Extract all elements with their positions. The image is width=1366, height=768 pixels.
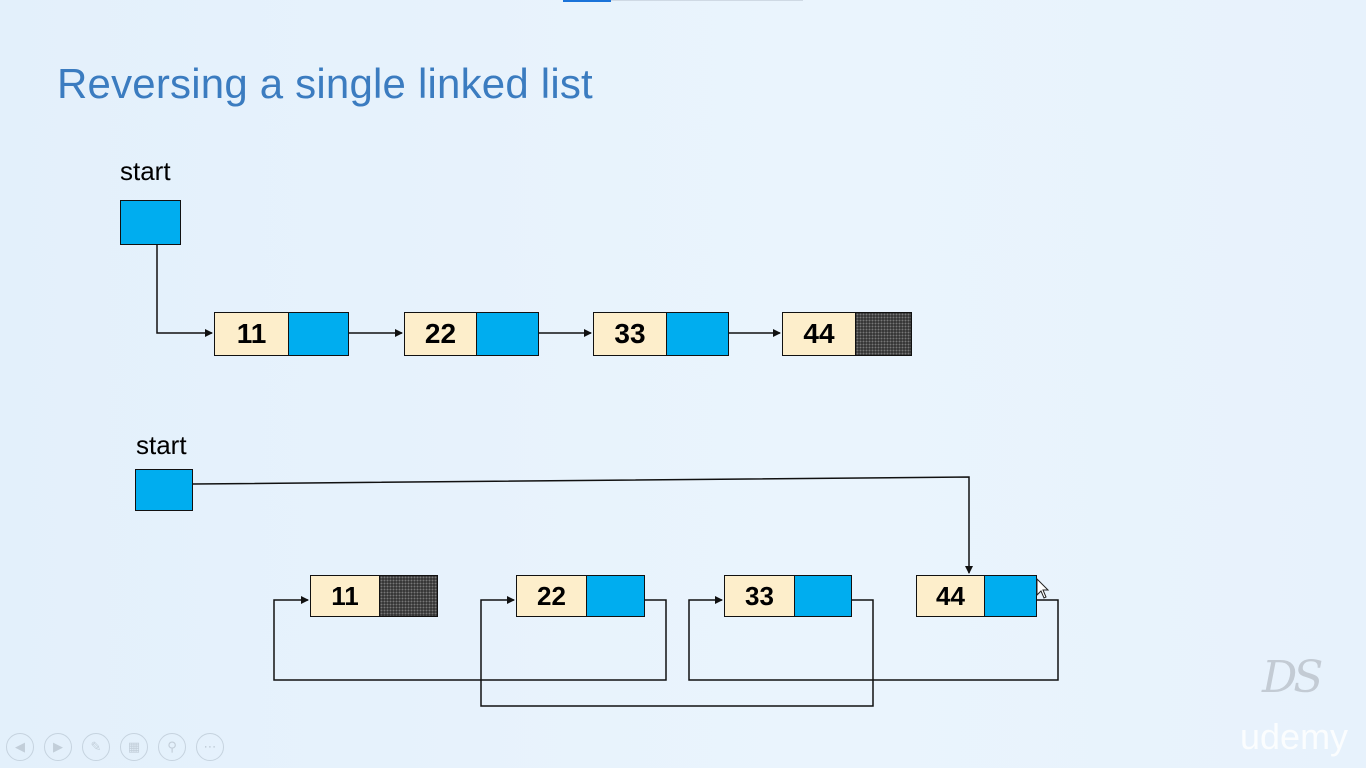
- start-label-original: start: [120, 156, 171, 186]
- arrow-start-to-11: [156, 245, 213, 337]
- node-info: 11: [311, 576, 380, 616]
- ds-logo: DS: [1262, 652, 1323, 703]
- node-link-null: [380, 576, 437, 616]
- node-original-2: 22: [404, 312, 539, 356]
- node-link-pointer: [795, 576, 851, 616]
- pen-icon[interactable]: ✎: [82, 733, 110, 761]
- node-info: 33: [725, 576, 795, 616]
- prev-icon[interactable]: ◀: [6, 733, 34, 761]
- slide-title: Reversing a single linked list: [57, 60, 593, 107]
- arrow-33-to-22: [480, 596, 874, 707]
- start-pointer-original: [120, 200, 181, 245]
- top-tab-track: [611, 0, 803, 1]
- node-info: 33: [594, 313, 667, 355]
- arrow-start-to-44: [192, 476, 973, 574]
- node-link-null: [856, 313, 911, 355]
- node-info: 44: [783, 313, 856, 355]
- mouse-cursor-icon: [1036, 578, 1050, 599]
- node-info: 11: [215, 313, 289, 355]
- zoom-icon[interactable]: ⚲: [158, 733, 186, 761]
- node-reversed-4: 44: [916, 575, 1037, 617]
- node-reversed-3: 33: [724, 575, 852, 617]
- node-link-pointer: [667, 313, 728, 355]
- node-reversed-1: 11: [310, 575, 438, 617]
- node-link-pointer: [477, 313, 538, 355]
- udemy-watermark: udemy: [1240, 716, 1349, 757]
- more-icon[interactable]: ⋯: [196, 733, 224, 761]
- player-controls: ◀ ▶ ✎ ▦ ⚲ ⋯: [6, 733, 224, 761]
- start-label-reversed: start: [136, 430, 187, 460]
- arrow-22-to-11: [273, 596, 667, 681]
- top-tab-indicator: [563, 0, 611, 2]
- node-info: 44: [917, 576, 985, 616]
- node-link-pointer: [985, 576, 1036, 616]
- node-link-pointer: [289, 313, 348, 355]
- node-original-1: 11: [214, 312, 349, 356]
- node-link-pointer: [587, 576, 644, 616]
- node-original-3: 33: [593, 312, 729, 356]
- node-info: 22: [405, 313, 477, 355]
- slides-icon[interactable]: ▦: [120, 733, 148, 761]
- node-info: 22: [517, 576, 587, 616]
- node-reversed-2: 22: [516, 575, 645, 617]
- node-original-4: 44: [782, 312, 912, 356]
- start-pointer-reversed: [135, 469, 193, 511]
- next-icon[interactable]: ▶: [44, 733, 72, 761]
